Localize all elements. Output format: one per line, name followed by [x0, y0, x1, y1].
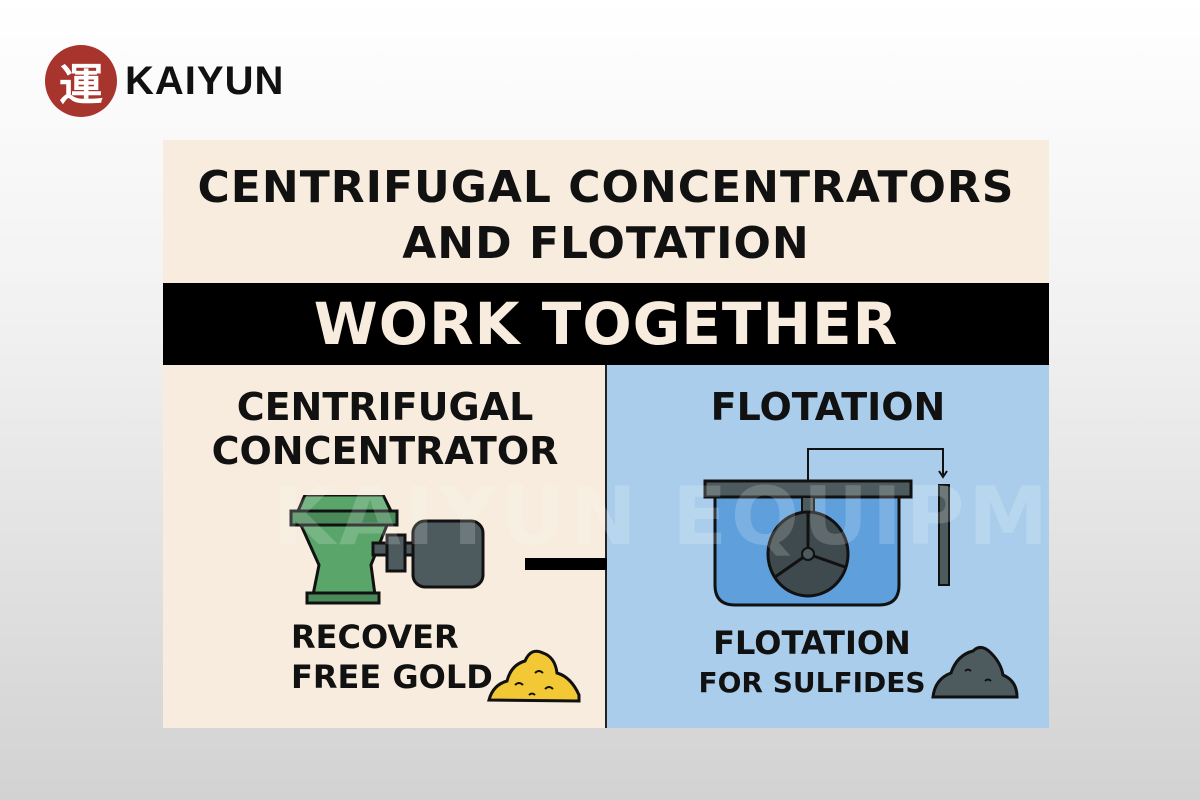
title-line-2: AND FLOTATION [402, 218, 810, 269]
infographic-card: CENTRIFUGAL CONCENTRATORS AND FLOTATION … [163, 140, 1049, 728]
caption-line-1: FLOTATION [713, 624, 911, 662]
brand-name: KAIYUN [125, 58, 285, 103]
heading-line-2: CONCENTRATOR [211, 429, 559, 473]
caption-line-2: FREE GOLD [291, 658, 493, 696]
seal-character: 運 [59, 60, 103, 111]
centrifugal-heading: CENTRIFUGAL CONCENTRATOR [163, 385, 607, 473]
gold-pile-icon [487, 649, 581, 703]
caption-line-2: FOR SULFIDES [698, 666, 926, 699]
caption-line-1: RECOVER [291, 618, 459, 656]
centrifugal-panel: CENTRIFUGAL CONCENTRATOR RECOVER FREE GO… [163, 365, 677, 728]
sulfide-pile-icon [931, 646, 1019, 699]
flotation-panel: FLOTATION FLOTATION FOR SULFIDES [607, 365, 1049, 728]
seal-logo-icon: 運 [45, 45, 117, 117]
flotation-cell-icon [703, 448, 950, 607]
flotation-heading: FLOTATION [710, 385, 946, 429]
gold-caption: RECOVER FREE GOLD [291, 617, 493, 697]
work-together-band: WORK TOGETHER [163, 283, 1049, 365]
logo: 運 KAIYUN [45, 45, 284, 117]
main-title: CENTRIFUGAL CONCENTRATORS AND FLOTATION [163, 160, 1049, 272]
centrifugal-concentrator-icon [289, 495, 485, 605]
sulfide-caption: FLOTATION FOR SULFIDES [687, 623, 937, 703]
title-line-1: CENTRIFUGAL CONCENTRATORS [197, 162, 1015, 213]
heading-line-1: CENTRIFUGAL [236, 385, 534, 429]
